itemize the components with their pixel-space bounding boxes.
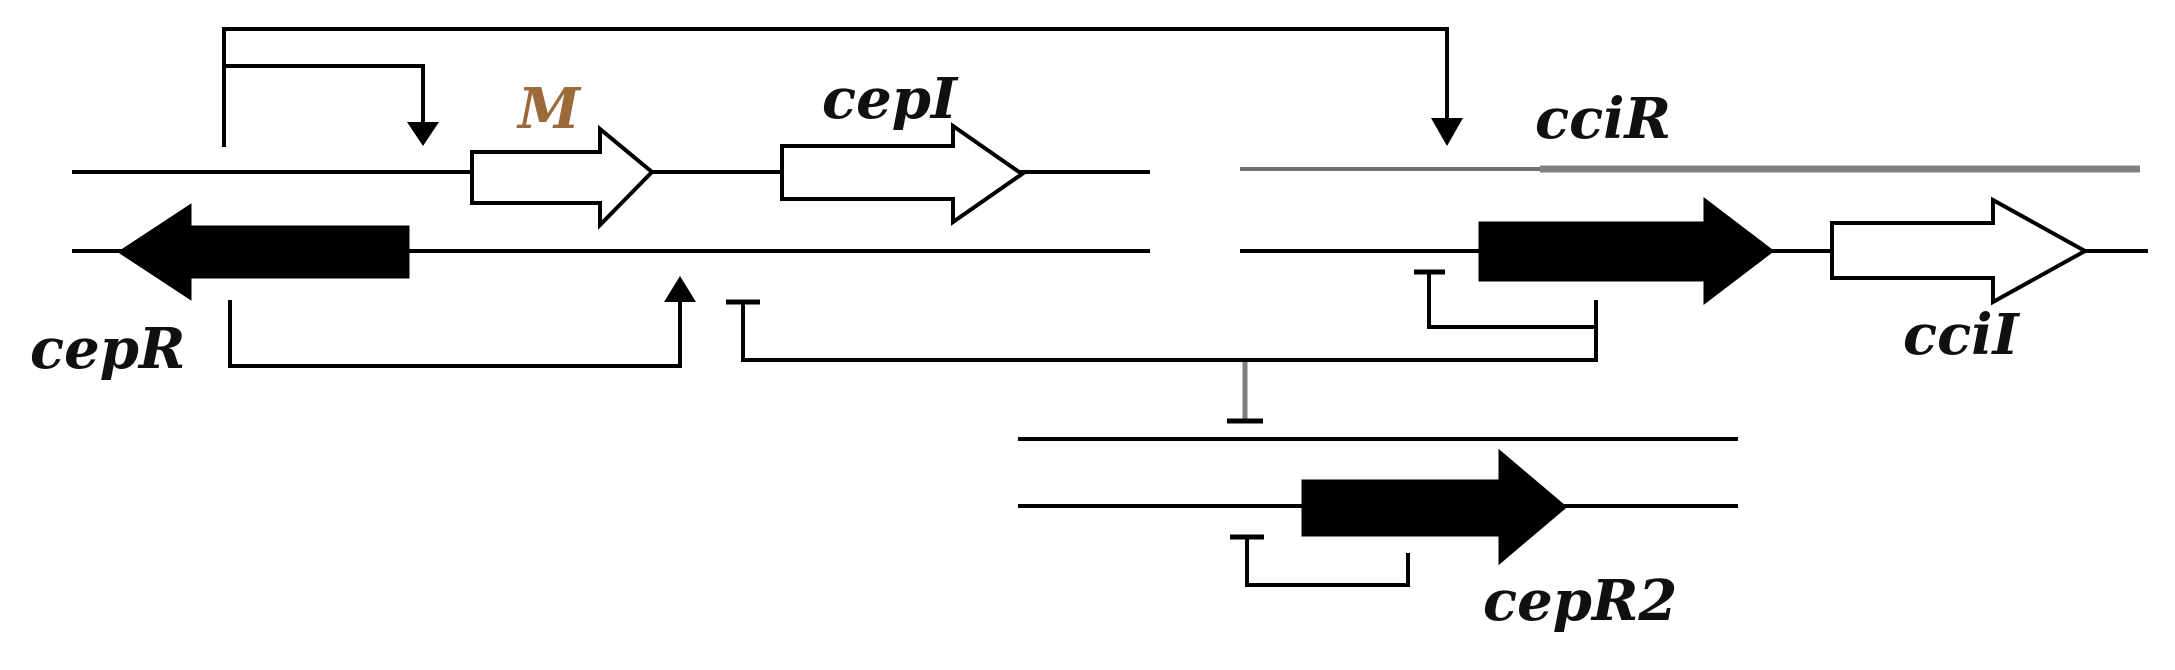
cepR-to-cciR-activation-line — [222, 27, 1449, 128]
M-label: M — [516, 76, 582, 142]
cciR-label: cciR — [1535, 86, 1671, 152]
M-promoter-arrowhead-icon — [407, 122, 439, 146]
cepR-autoregulation-line — [228, 300, 682, 368]
cepR2-label: cepR2 — [1483, 568, 1677, 634]
cepI-gene-arrow — [780, 122, 1026, 226]
cciR-repression-line — [741, 300, 1598, 362]
cepR2-self-repression-line — [1245, 537, 1410, 587]
cepR2-gene-arrow — [1301, 448, 1568, 566]
cciR-self-repression-line — [1427, 272, 1598, 329]
activation-arrowheads — [407, 118, 1463, 302]
cepR-label: cepR — [30, 316, 185, 382]
cepR-gene-arrow — [117, 203, 410, 301]
cepR-to-M-activation-line — [222, 64, 425, 147]
cciI-gene-arrow — [1830, 196, 2090, 306]
cciR-promoter-arrowhead-icon — [1431, 118, 1463, 146]
cciR-gene-arrow — [1478, 196, 1775, 306]
cepR-promoter-arrowhead-icon — [664, 276, 696, 302]
regulation-lines — [222, 27, 1598, 587]
M-gene-arrow — [470, 124, 655, 230]
cciI-label: cciI — [1903, 302, 2020, 368]
repression-bars — [726, 269, 1445, 540]
cepI-label: cepI — [822, 66, 959, 132]
